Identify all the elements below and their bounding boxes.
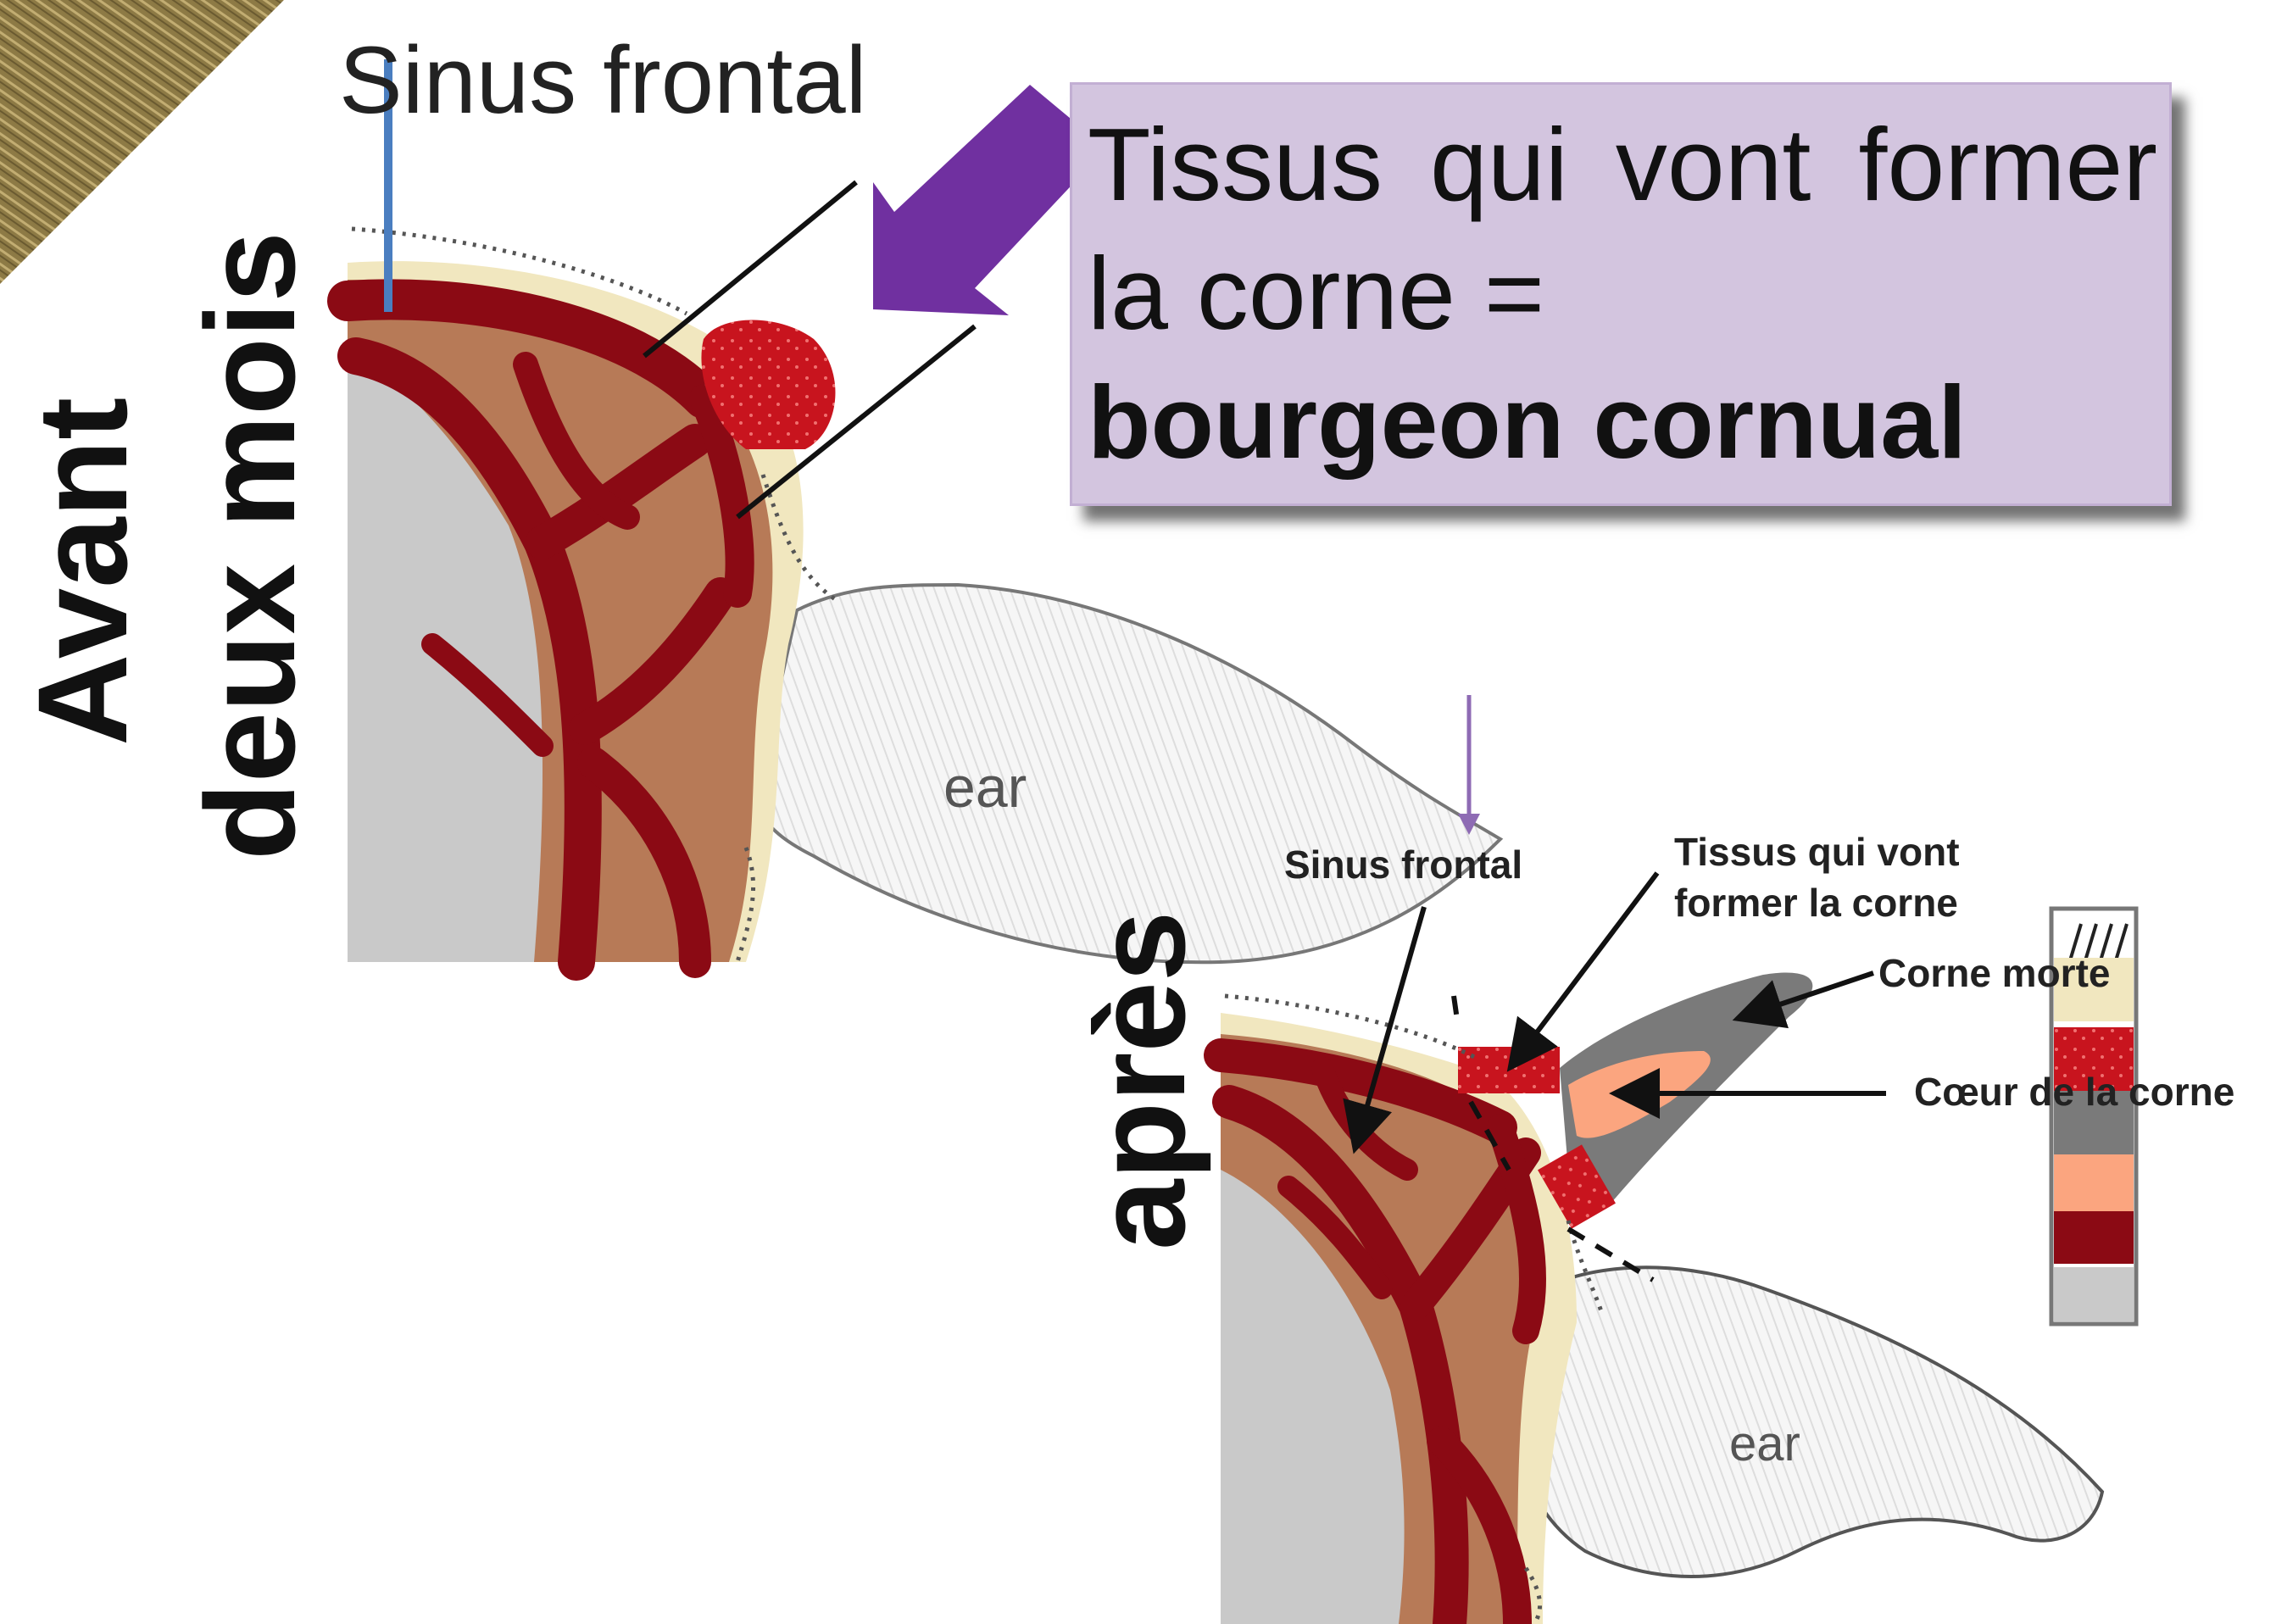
- callout-box: Tissus qui vont former la corne = bourgeo…: [1070, 82, 2172, 506]
- label-sinus-frontal-bottom: Sinus frontal: [1284, 839, 1522, 890]
- legend-bone: [2054, 1211, 2134, 1264]
- label-corne-morte: Corne morte: [1878, 948, 2110, 998]
- callout-normal-text: Tissus qui vont former la corne =: [1088, 107, 2157, 351]
- bottom-ear-shape: [1509, 1267, 2102, 1577]
- legend-sinus: [2054, 1267, 2134, 1321]
- label-deux-mois: deux mois: [186, 231, 314, 860]
- label-apres: après: [1077, 911, 1204, 1250]
- label-avant: Avant: [19, 398, 146, 746]
- bottom-horn-bud-upper: [1458, 1047, 1560, 1093]
- label-sinus-frontal-top: Sinus frontal: [339, 25, 867, 135]
- label-ear-bottom: ear: [1729, 1415, 1800, 1472]
- top-ear-shape: [757, 585, 1501, 962]
- label-tissus-bottom: Tissus qui vont former la corne: [1674, 826, 1996, 928]
- label-coeur-corne: Cœur de la corne: [1914, 1066, 2234, 1117]
- legend-horn-core: [2054, 1154, 2134, 1211]
- callout-text: Tissus qui vont former la corne = bourgeo…: [1088, 100, 2157, 487]
- callout-bold-text: bourgeon cornual: [1088, 364, 1967, 480]
- label-ear-top: ear: [943, 754, 1027, 820]
